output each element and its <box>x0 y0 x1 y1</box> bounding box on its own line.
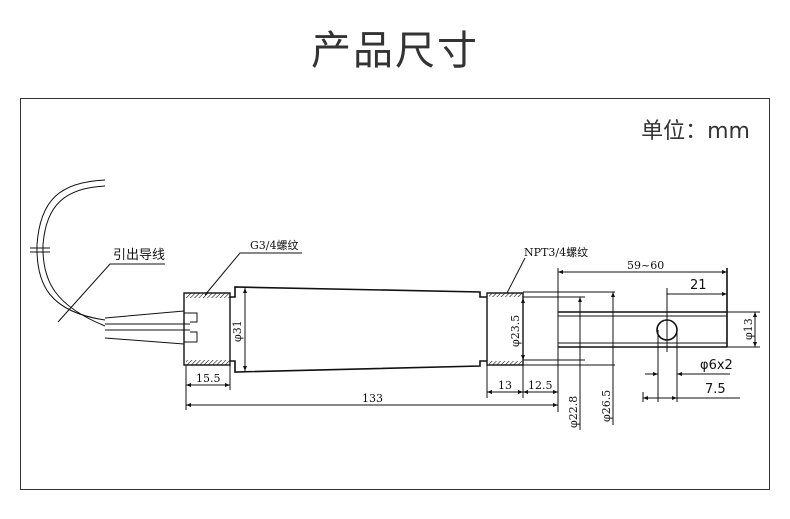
len-13-label: 13 <box>498 379 512 392</box>
dia-23-5-label: φ23.5 <box>509 315 522 347</box>
npt-thread-leader <box>506 257 526 294</box>
g-thread-leader <box>204 252 302 296</box>
lead-wire-cable <box>30 179 190 345</box>
g-thread-label: G3/4螺纹 <box>250 238 299 252</box>
lead-wire-leader <box>57 263 165 323</box>
len-12-5-label: 12.5 <box>528 379 553 392</box>
len-15-5-label: 15.5 <box>196 372 221 385</box>
dia-26-5-label: φ26.5 <box>600 390 613 422</box>
dia-22-8-label: φ22.8 <box>567 396 580 428</box>
unit-label: 单位：mm <box>641 119 750 144</box>
drawing-frame <box>20 98 770 490</box>
probe <box>523 268 728 412</box>
lead-wire-label: 引出导线 <box>113 248 165 263</box>
dia-31-label: φ31 <box>231 320 244 342</box>
sensor-body <box>230 286 487 373</box>
hole-label: φ6x2 <box>700 358 733 373</box>
len-7-5-label: 7.5 <box>705 382 726 397</box>
len-21-label: 21 <box>690 278 707 293</box>
npt-thread-label: NPT3/4螺纹 <box>524 245 588 259</box>
len-133-label: 133 <box>362 392 383 405</box>
page-title: 产品尺寸 <box>311 28 479 74</box>
g-thread-fitting <box>183 292 231 366</box>
len-59-60-label: 59~60 <box>627 259 664 272</box>
dia-13-label: φ13 <box>742 318 755 340</box>
